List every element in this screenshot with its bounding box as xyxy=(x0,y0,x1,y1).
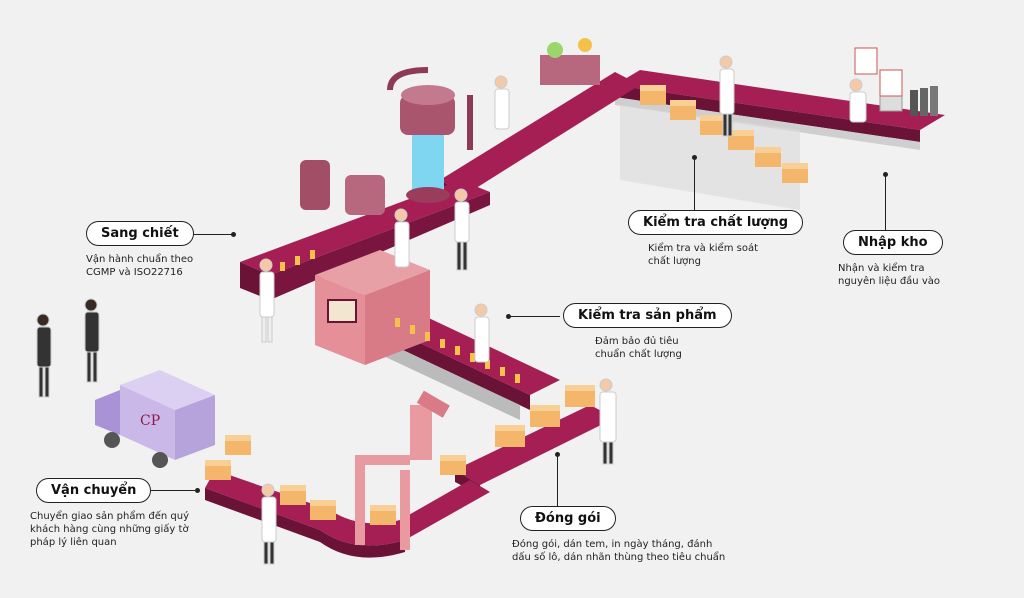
lab-equipment xyxy=(540,38,600,85)
boxes xyxy=(205,85,808,525)
warehouse-desk xyxy=(854,47,938,116)
kiem-tra-chat-luong-dot xyxy=(692,155,697,160)
step-title: Đóng gói xyxy=(520,506,616,531)
step-van-chuyen: Vận chuyển Chuyển giao sản phẩm đến quý … xyxy=(30,478,189,549)
van-chuyen-dot xyxy=(195,488,200,493)
dong-goi-dot xyxy=(555,452,560,457)
van-chuyen-line xyxy=(135,490,195,491)
step-kiem-tra-chat-luong: Kiểm tra chất lượng Kiểm tra và kiểm soá… xyxy=(628,210,804,268)
step-sang-chiet: Sang chiết Vận hành chuẩn theo CGMP và I… xyxy=(86,221,194,279)
robot-arm xyxy=(410,390,450,460)
bottles xyxy=(280,250,520,383)
sang-chiet-line xyxy=(184,234,232,235)
step-description: Đảm bảo đủ tiêu chuẩn chất lượng xyxy=(595,336,682,360)
step-title: Nhập kho xyxy=(843,230,943,255)
delivery-truck: CP xyxy=(95,370,215,468)
step-description: Vận hành chuẩn theo CGMP và ISO22716 xyxy=(86,254,194,278)
step-description: Kiểm tra và kiểm soát chất lượng xyxy=(648,243,758,267)
nhap-kho-line xyxy=(885,175,886,230)
step-title: Vận chuyển xyxy=(36,478,152,503)
step-nhap-kho: Nhập kho Nhận và kiểm tra nguyên liệu đầ… xyxy=(838,230,943,288)
sang-chiet-dot xyxy=(231,232,236,237)
truck-logo: CP xyxy=(140,413,160,429)
step-kiem-tra-san-pham: Kiểm tra sản phẩm Đảm bảo đủ tiêu chuẩn … xyxy=(563,303,732,361)
inspection-machine xyxy=(315,250,430,365)
shipping-conveyor xyxy=(205,470,490,558)
step-description: Nhận và kiểm tra nguyên liệu đầu vào xyxy=(838,263,940,287)
filling-machine xyxy=(300,67,473,215)
kiem-tra-san-pham-line xyxy=(510,316,560,317)
kiem-tra-san-pham-dot xyxy=(506,314,511,319)
dong-goi-line xyxy=(557,455,558,507)
workers xyxy=(36,55,867,565)
labeling-gantry xyxy=(355,455,410,550)
step-description: Đóng gói, dán tem, in ngày tháng, đánh d… xyxy=(512,539,726,563)
step-title: Sang chiết xyxy=(86,221,194,246)
step-dong-goi: Đóng gói Đóng gói, dán tem, in ngày thán… xyxy=(512,506,725,564)
step-title: Kiểm tra sản phẩm xyxy=(563,303,732,328)
step-description: Chuyển giao sản phẩm đến quý khách hàng … xyxy=(30,511,190,548)
nhap-kho-dot xyxy=(883,172,888,177)
kiem-tra-chat-luong-line xyxy=(694,158,695,210)
step-title: Kiểm tra chất lượng xyxy=(628,210,804,235)
